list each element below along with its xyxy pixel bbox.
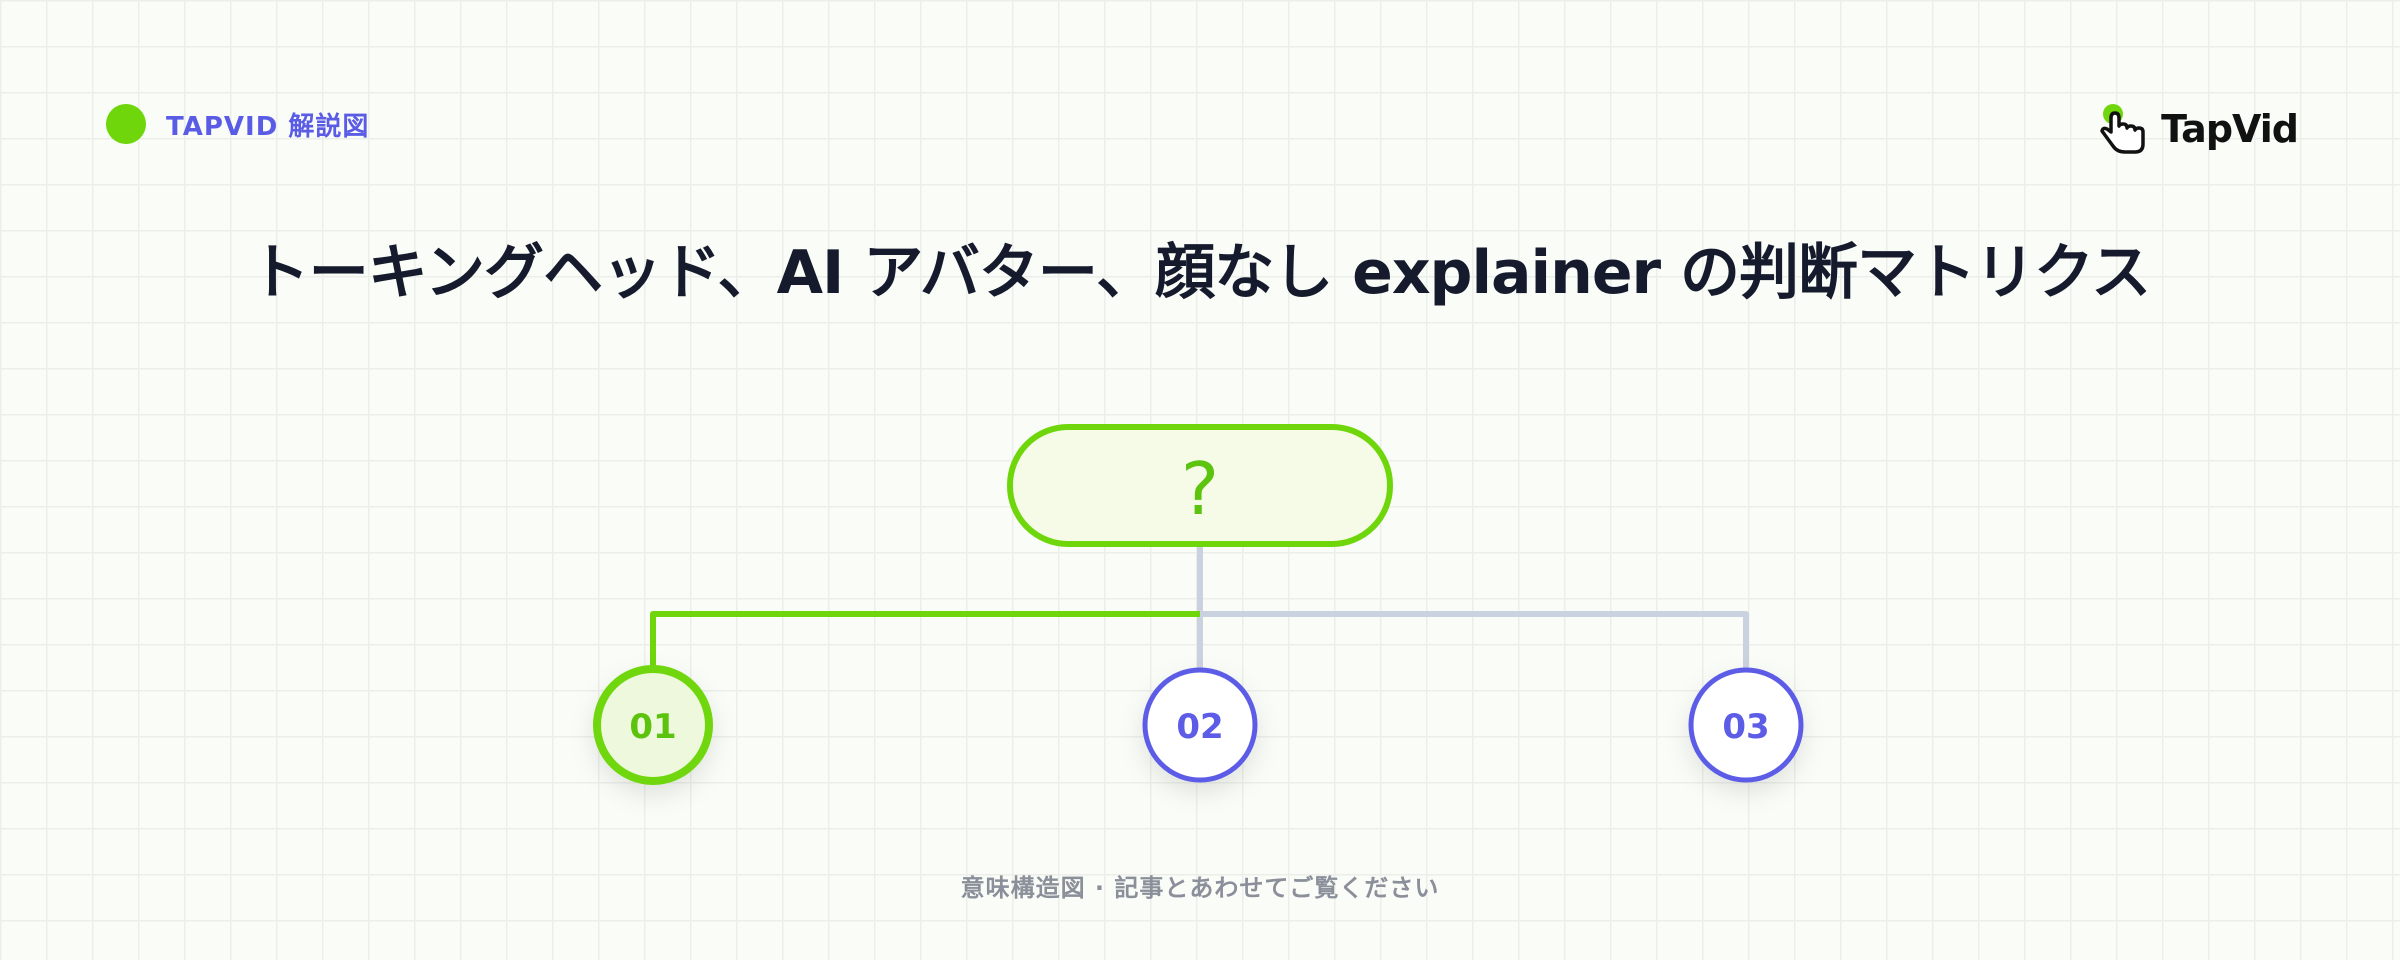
choice-node-02-label: 02: [1176, 707, 1223, 747]
choice-node-02[interactable]: 02: [1142, 667, 1258, 783]
tapvid-logo[interactable]: TapVid: [2099, 102, 2299, 156]
choice-node-03-label: 03: [1722, 707, 1769, 747]
choice-node-03[interactable]: 03: [1688, 667, 1804, 783]
logo-text: TapVid: [2161, 107, 2299, 151]
hand-pointer-icon: [2100, 104, 2145, 154]
connector-line-03: [1200, 611, 1749, 670]
choice-node-01[interactable]: 01: [593, 665, 713, 785]
root-node-label: ?: [1181, 447, 1219, 531]
root-node-box: [1007, 424, 1393, 547]
footer-note: 意味構造図 · 記事とあわせてご覧ください: [960, 874, 1440, 902]
root-node[interactable]: ?: [1007, 424, 1393, 547]
brand-tag-label: TAPVID 解説図: [166, 111, 370, 142]
choice-node-01-label: 01: [629, 707, 676, 747]
brand-tag: TAPVID 解説図: [106, 104, 369, 144]
brand-dot-icon: [106, 104, 146, 144]
page-title: トーキングヘッド、AI アバター、顔なし explainer の判断マトリクス: [249, 238, 2151, 308]
connector-line-01: [650, 611, 1200, 670]
